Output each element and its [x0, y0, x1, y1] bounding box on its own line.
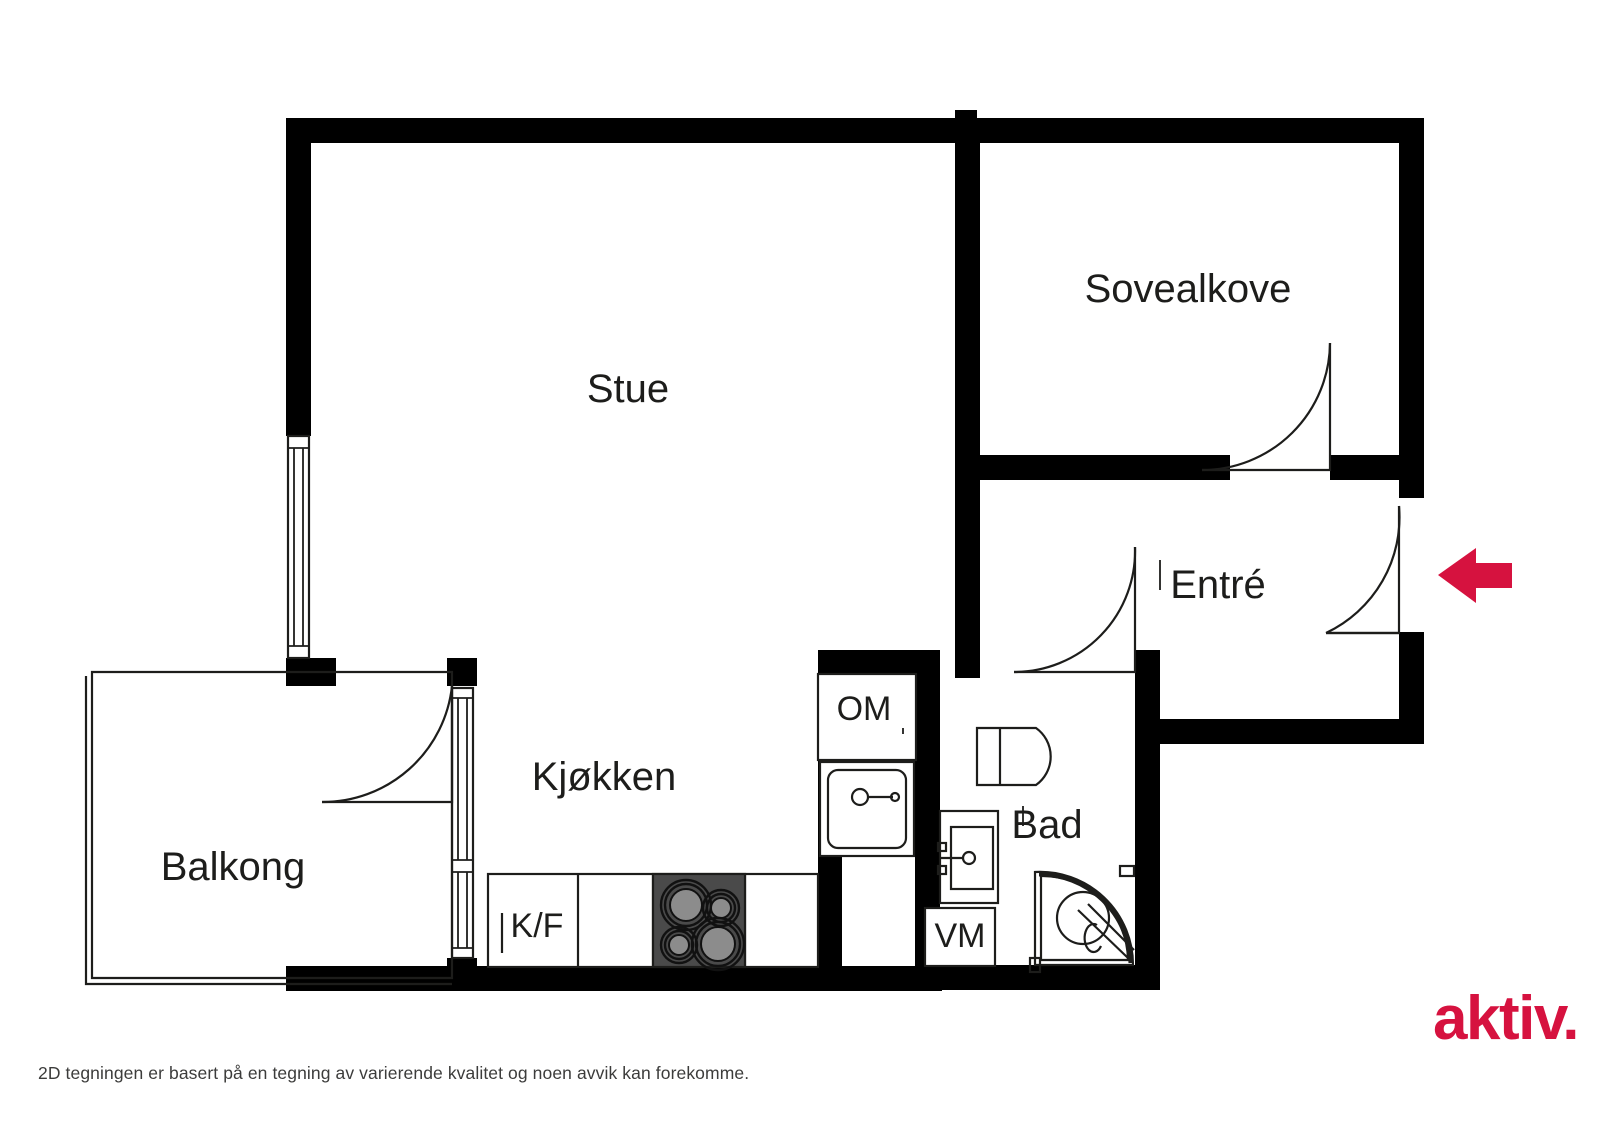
balcony-door-swing[interactable]	[321, 685, 454, 804]
balcony-outline	[84, 670, 454, 986]
bathroom-sink	[936, 809, 1000, 905]
room-label-stue: Stue	[587, 367, 669, 411]
wall-right-upper	[1399, 118, 1424, 498]
room-labels: Stue Sovealkove Entré Kjøkken Balkong Ba…	[161, 267, 1292, 889]
room-label-kjokken: Kjøkken	[532, 755, 677, 799]
entrance-arrow	[1438, 548, 1512, 603]
balcony-door-window	[450, 686, 475, 960]
appliance-label-vm: VM	[935, 917, 986, 955]
wall-top-bedroom	[962, 118, 1424, 143]
room-label-balkong: Balkong	[161, 845, 306, 889]
room-label-bad: Bad	[1011, 803, 1082, 847]
bathroom-fixtures	[923, 726, 1136, 974]
aktiv-logo-name: aktiv	[1433, 984, 1564, 1053]
om-cabinet	[816, 672, 918, 762]
wall-bottom-entre	[1160, 719, 1424, 744]
entrance-door-swing[interactable]	[1325, 505, 1401, 635]
toilet	[975, 726, 1052, 787]
washing-machine-box	[923, 906, 997, 968]
disclaimer-text: 2D tegningen er basert på en tegning av …	[38, 1063, 750, 1083]
wall-left-living-upper	[286, 118, 311, 436]
living-room-window	[286, 434, 311, 660]
kitchen-sink	[818, 760, 916, 858]
appliance-label-kf: K/F	[511, 907, 564, 945]
windows-group	[286, 434, 475, 960]
wall-right-bad	[1135, 744, 1160, 990]
kitchen-fixtures	[486, 672, 918, 972]
room-label-sovealkove: Sovealkove	[1085, 267, 1292, 311]
appliance-label-om: OM	[837, 690, 892, 728]
aktiv-logo-dot: .	[1562, 984, 1579, 1053]
door-swings-group	[321, 342, 1401, 804]
wall-top-living	[286, 118, 962, 143]
wall-bottom-bad	[915, 965, 1160, 990]
wall-top-bad-right	[1135, 650, 1160, 674]
bedroom-door-swing[interactable]	[1201, 342, 1332, 472]
appliance-labels: OM K/F VM	[511, 690, 986, 955]
corner-shower	[1028, 864, 1136, 974]
wall-partition-living-bedroom	[955, 118, 980, 678]
wall-bottom-bedroom-left	[955, 455, 1230, 480]
room-label-entre: Entré	[1170, 563, 1266, 607]
cooktop-four-burner	[651, 872, 747, 972]
walls-group	[286, 110, 1424, 991]
bathroom-door-swing[interactable]	[1013, 546, 1137, 674]
entrance-arrow-shape	[1438, 548, 1512, 603]
aktiv-logo: aktiv.	[1433, 988, 1579, 1050]
